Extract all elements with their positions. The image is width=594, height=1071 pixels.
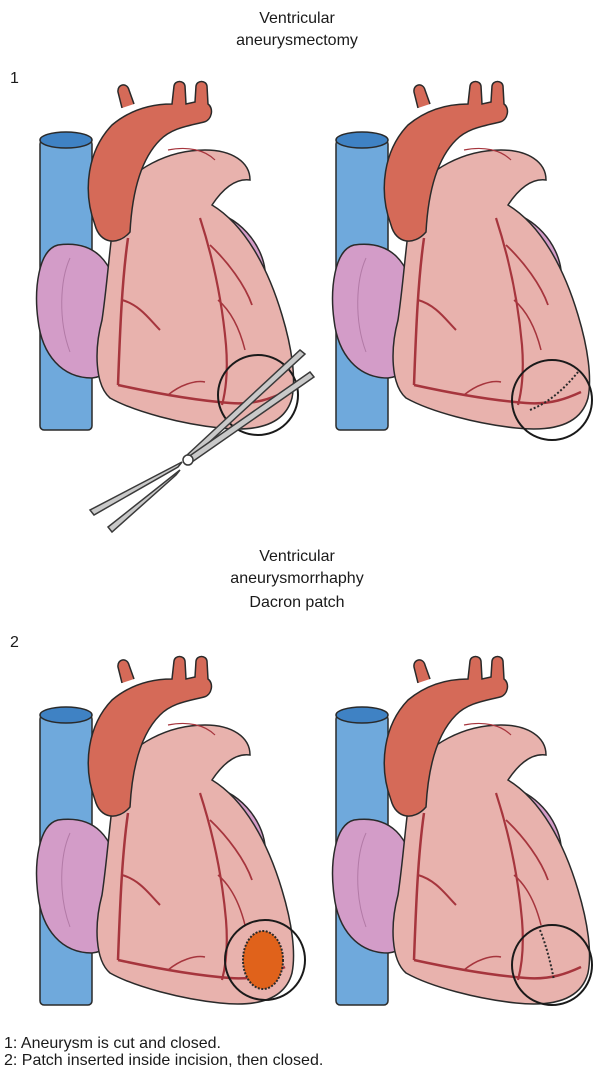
dacron-patch [243, 931, 283, 989]
heart-2-right [333, 657, 590, 1006]
heart-1-left [37, 82, 294, 431]
heart-1-right [333, 82, 590, 431]
caption-1: 1: Aneurysm is cut and closed. [4, 1036, 221, 1052]
caption-2: 2: Patch inserted inside incision, then … [4, 1053, 323, 1069]
